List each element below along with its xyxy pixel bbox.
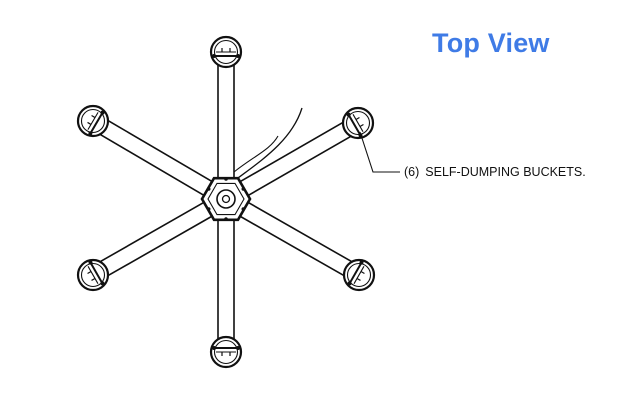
hose-line xyxy=(237,107,303,179)
self-dumping-bucket xyxy=(76,104,110,138)
arm-edge xyxy=(237,214,346,277)
self-dumping-bucket xyxy=(342,258,376,292)
arm-edge xyxy=(99,200,207,263)
self-dumping-bucket xyxy=(76,258,110,292)
arm-edge xyxy=(106,214,215,277)
bucket-count: (6) xyxy=(404,165,420,179)
arms-group xyxy=(98,64,353,340)
arm-edge xyxy=(237,121,345,184)
bucket-callout-label: (6) SELF-DUMPING BUCKETS. xyxy=(404,165,586,179)
hub-center-bolt xyxy=(221,194,231,204)
callout-leader-line xyxy=(359,131,400,173)
central-hub xyxy=(200,176,252,222)
arm-edge xyxy=(245,135,352,198)
self-dumping-bucket xyxy=(209,35,243,69)
page-title: Top View xyxy=(432,28,550,58)
hose-line-inner xyxy=(233,135,279,173)
self-dumping-bucket xyxy=(341,106,375,140)
self-dumping-bucket xyxy=(209,335,243,369)
arm-edge xyxy=(245,200,353,263)
arm-edge xyxy=(98,133,207,198)
buckets-group xyxy=(76,35,376,369)
bucket-description: SELF-DUMPING BUCKETS. xyxy=(425,165,586,179)
arm-edge xyxy=(106,119,215,184)
